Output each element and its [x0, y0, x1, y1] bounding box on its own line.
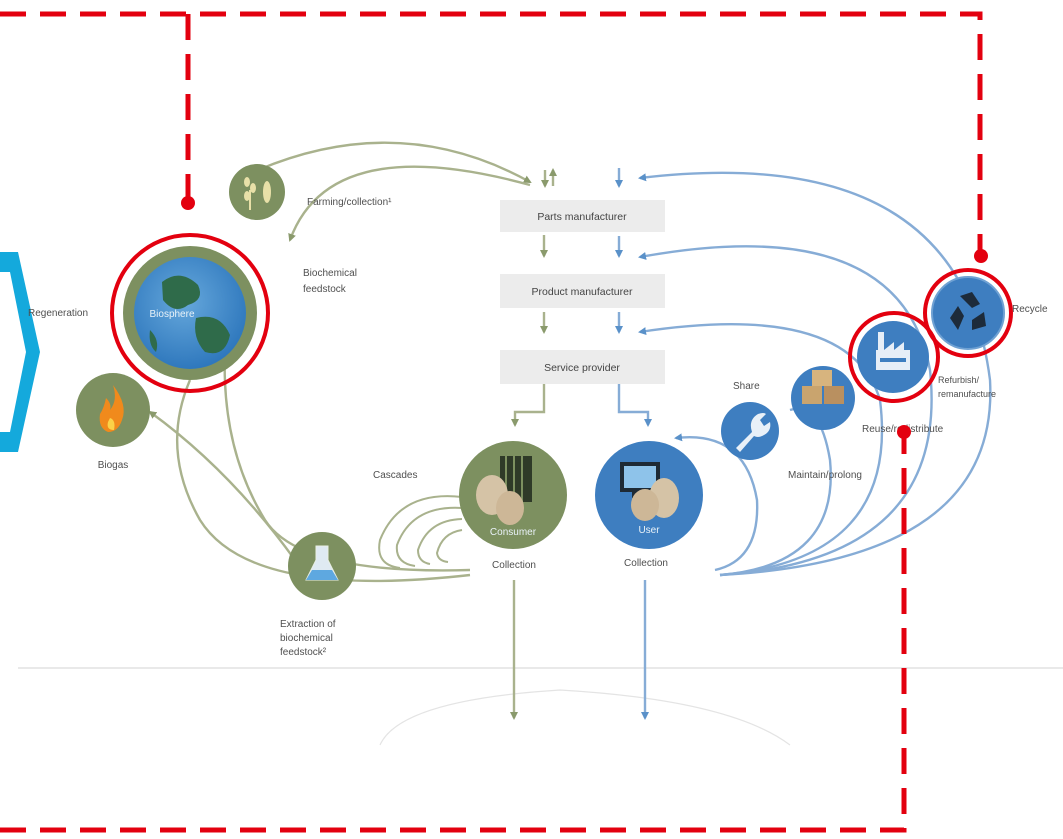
biosphere-node: Biosphere	[123, 246, 257, 380]
consumer-node: Consumer	[459, 441, 567, 549]
user-collection-label: Collection	[624, 558, 668, 569]
user-label: User	[638, 525, 660, 536]
refurbish-label-2: remanufacture	[938, 389, 996, 399]
consumer-collection-label: Collection	[492, 560, 536, 571]
consumer-label: Consumer	[490, 527, 537, 538]
boxes-icon	[802, 370, 844, 404]
cascades-arcs	[378, 495, 463, 569]
share-label: Share	[733, 381, 760, 392]
technical-flows	[615, 168, 992, 720]
extraction-label-3: feedstock²	[280, 647, 327, 658]
biosphere-highlight	[110, 233, 270, 393]
extraction-label-1: Extraction of	[280, 619, 336, 630]
consumer-person-icon	[476, 456, 532, 525]
recycle-icon	[950, 292, 986, 330]
user-computer-icon	[620, 462, 679, 521]
user-node: User	[595, 441, 703, 549]
parts-manufacturer-label: Parts manufacturer	[537, 211, 627, 223]
share-node	[721, 402, 779, 460]
biogas-label: Biogas	[98, 460, 129, 471]
reuse-node	[791, 366, 855, 430]
dashed-frame	[0, 11, 983, 255]
extraction-label-2: biochemical	[280, 633, 333, 644]
biosphere-label: Biosphere	[149, 309, 194, 320]
extraction-node	[288, 532, 356, 600]
flame-icon	[99, 385, 124, 432]
feedstock-label-1: Biochemical	[303, 268, 357, 279]
farming-label: Farming/collection¹	[307, 197, 392, 208]
wrench-icon	[736, 413, 771, 452]
cascades-label: Cascades	[373, 470, 417, 481]
highlight-dots	[181, 196, 988, 439]
parts-manufacturer-box: Parts manufacturer	[500, 200, 665, 232]
service-provider-box: Service provider	[500, 350, 665, 384]
horizon-arc	[379, 689, 791, 746]
product-manufacturer-label: Product manufacturer	[532, 286, 633, 298]
biogas-node	[76, 373, 150, 447]
highlight-annotations	[0, 11, 1013, 833]
refurbish-label-1: Refurbish/	[938, 375, 980, 385]
biological-flows	[148, 141, 557, 720]
regeneration-label: Regeneration	[28, 308, 88, 319]
service-provider-label: Service provider	[544, 362, 620, 374]
refurbish-node	[857, 321, 929, 393]
refurbish-highlight	[848, 311, 940, 403]
maintain-label: Maintain/prolong	[788, 470, 862, 481]
wheat-fish-icon	[244, 177, 271, 210]
factory-icon	[876, 332, 910, 370]
recycle-label: Recycle	[1012, 304, 1048, 315]
dashed-frame-bottom	[0, 434, 907, 833]
product-manufacturer-box: Product manufacturer	[500, 274, 665, 308]
farming-node	[229, 164, 285, 220]
recycle-node	[931, 276, 1005, 350]
feedstock-label-2: feedstock	[303, 284, 347, 295]
recycle-highlight	[923, 268, 1013, 358]
